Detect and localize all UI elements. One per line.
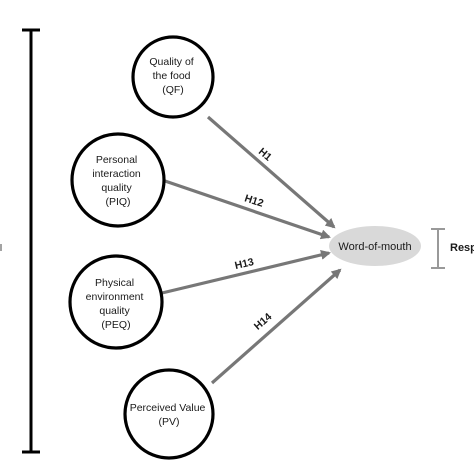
construct-piq: Personal interaction quality (PIQ) <box>70 132 166 228</box>
path-peq-to-wom: H13 <box>161 250 331 295</box>
outcome-label: Word-of-mouth <box>338 241 411 253</box>
right-bracket <box>431 228 445 269</box>
construct-label: Physical environment quality (PEQ) <box>86 277 147 331</box>
right-bracket-label: Resp <box>450 242 474 254</box>
construct-circle <box>123 368 215 460</box>
left-bracket <box>22 28 40 454</box>
path-qf-to-wom: H1 <box>206 115 336 229</box>
paths-layer: H1 H12 H13 H14 <box>161 115 342 385</box>
arrow-h12 <box>164 179 331 240</box>
arrow-h14 <box>210 268 342 385</box>
construct-label: Perceived Value (PV) <box>130 402 209 428</box>
construct-peq: Physical environment quality (PEQ) <box>68 254 164 350</box>
construct-pv: Perceived Value (PV) <box>123 368 215 460</box>
construct-label: Personal interaction quality (PIQ) <box>92 154 143 208</box>
outcome-word-of-mouth: Word-of-mouth <box>329 226 421 266</box>
path-pv-to-wom: H14 <box>210 268 342 385</box>
label-h13: H13 <box>234 256 256 272</box>
construct-label: Quality of the food (QF) <box>149 56 196 96</box>
arrow-h13 <box>161 250 331 295</box>
outcome-ellipse <box>329 226 421 266</box>
construct-circle <box>68 254 164 350</box>
label-h12: H12 <box>243 192 265 209</box>
construct-circle <box>70 132 166 228</box>
arrow-h1 <box>206 115 336 229</box>
path-piq-to-wom: H12 <box>164 179 331 240</box>
construct-qf: Quality of the food (QF) <box>131 35 215 119</box>
construct-circle <box>131 35 215 119</box>
